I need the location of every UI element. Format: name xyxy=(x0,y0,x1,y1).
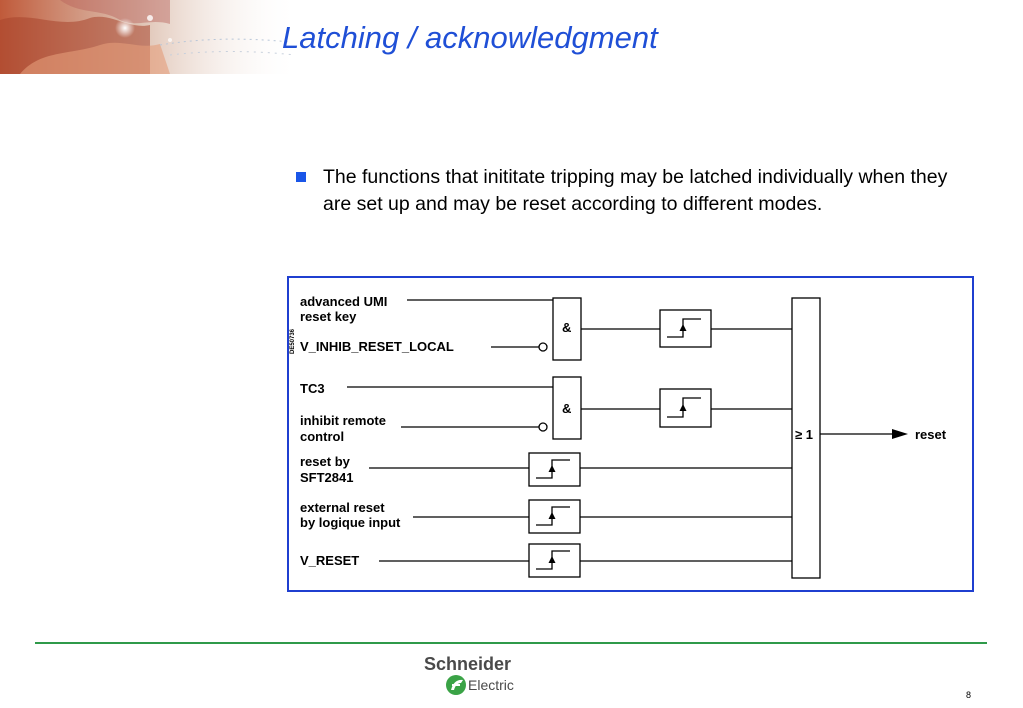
input-label-umi-line1: advanced UMI xyxy=(300,294,387,309)
input-label-inhib-reset-local: V_INHIB_RESET_LOCAL xyxy=(300,339,454,354)
latch-block-4 xyxy=(528,499,581,534)
input-label-ext-line2: by logique input xyxy=(300,515,401,530)
input-label-sft-line1: reset by xyxy=(300,454,351,469)
input-label-inhibit-line2: control xyxy=(300,429,344,444)
input-label-v-reset: V_RESET xyxy=(300,553,359,568)
input-label-ext-line1: external reset xyxy=(300,500,385,515)
output-arrow-icon xyxy=(892,429,908,439)
bullet-item: The functions that inititate tripping ma… xyxy=(296,164,956,217)
latching-logic-diagram: advanced UMI reset key V_INHIB_RESET_LOC… xyxy=(287,276,974,592)
logo-text-schneider: Schneider xyxy=(424,654,511,674)
input-label-tc3: TC3 xyxy=(300,381,325,396)
page-number: 8 xyxy=(966,690,972,700)
input-label-umi-line2: reset key xyxy=(300,309,357,324)
schneider-electric-logo: Schneider Electric xyxy=(424,654,514,695)
bullet-square-icon xyxy=(296,172,306,182)
or-gate xyxy=(791,297,821,579)
footer-divider xyxy=(35,642,987,644)
logo-text-electric: Electric xyxy=(468,677,514,693)
input-label-inhibit-line1: inhibit remote xyxy=(300,413,386,428)
and-gate-2-label: & xyxy=(562,401,571,416)
slide-title: Latching / acknowledgment xyxy=(282,20,658,55)
diagram-side-code: DE50736 xyxy=(290,328,296,354)
latch-block-3 xyxy=(528,452,581,487)
latch-block-1 xyxy=(659,309,712,348)
bullet-text: The functions that inititate tripping ma… xyxy=(323,166,948,215)
latch-block-5 xyxy=(528,543,581,578)
and-gate-1 xyxy=(552,297,582,361)
output-label-reset: reset xyxy=(915,427,947,442)
or-gate-label: ≥ 1 xyxy=(795,427,813,442)
and-gate-1-label: & xyxy=(562,320,571,335)
header-banner-image xyxy=(0,0,300,74)
input-label-sft-line2: SFT2841 xyxy=(300,470,353,485)
and-gate-2 xyxy=(552,376,582,440)
latch-block-2 xyxy=(659,388,712,428)
